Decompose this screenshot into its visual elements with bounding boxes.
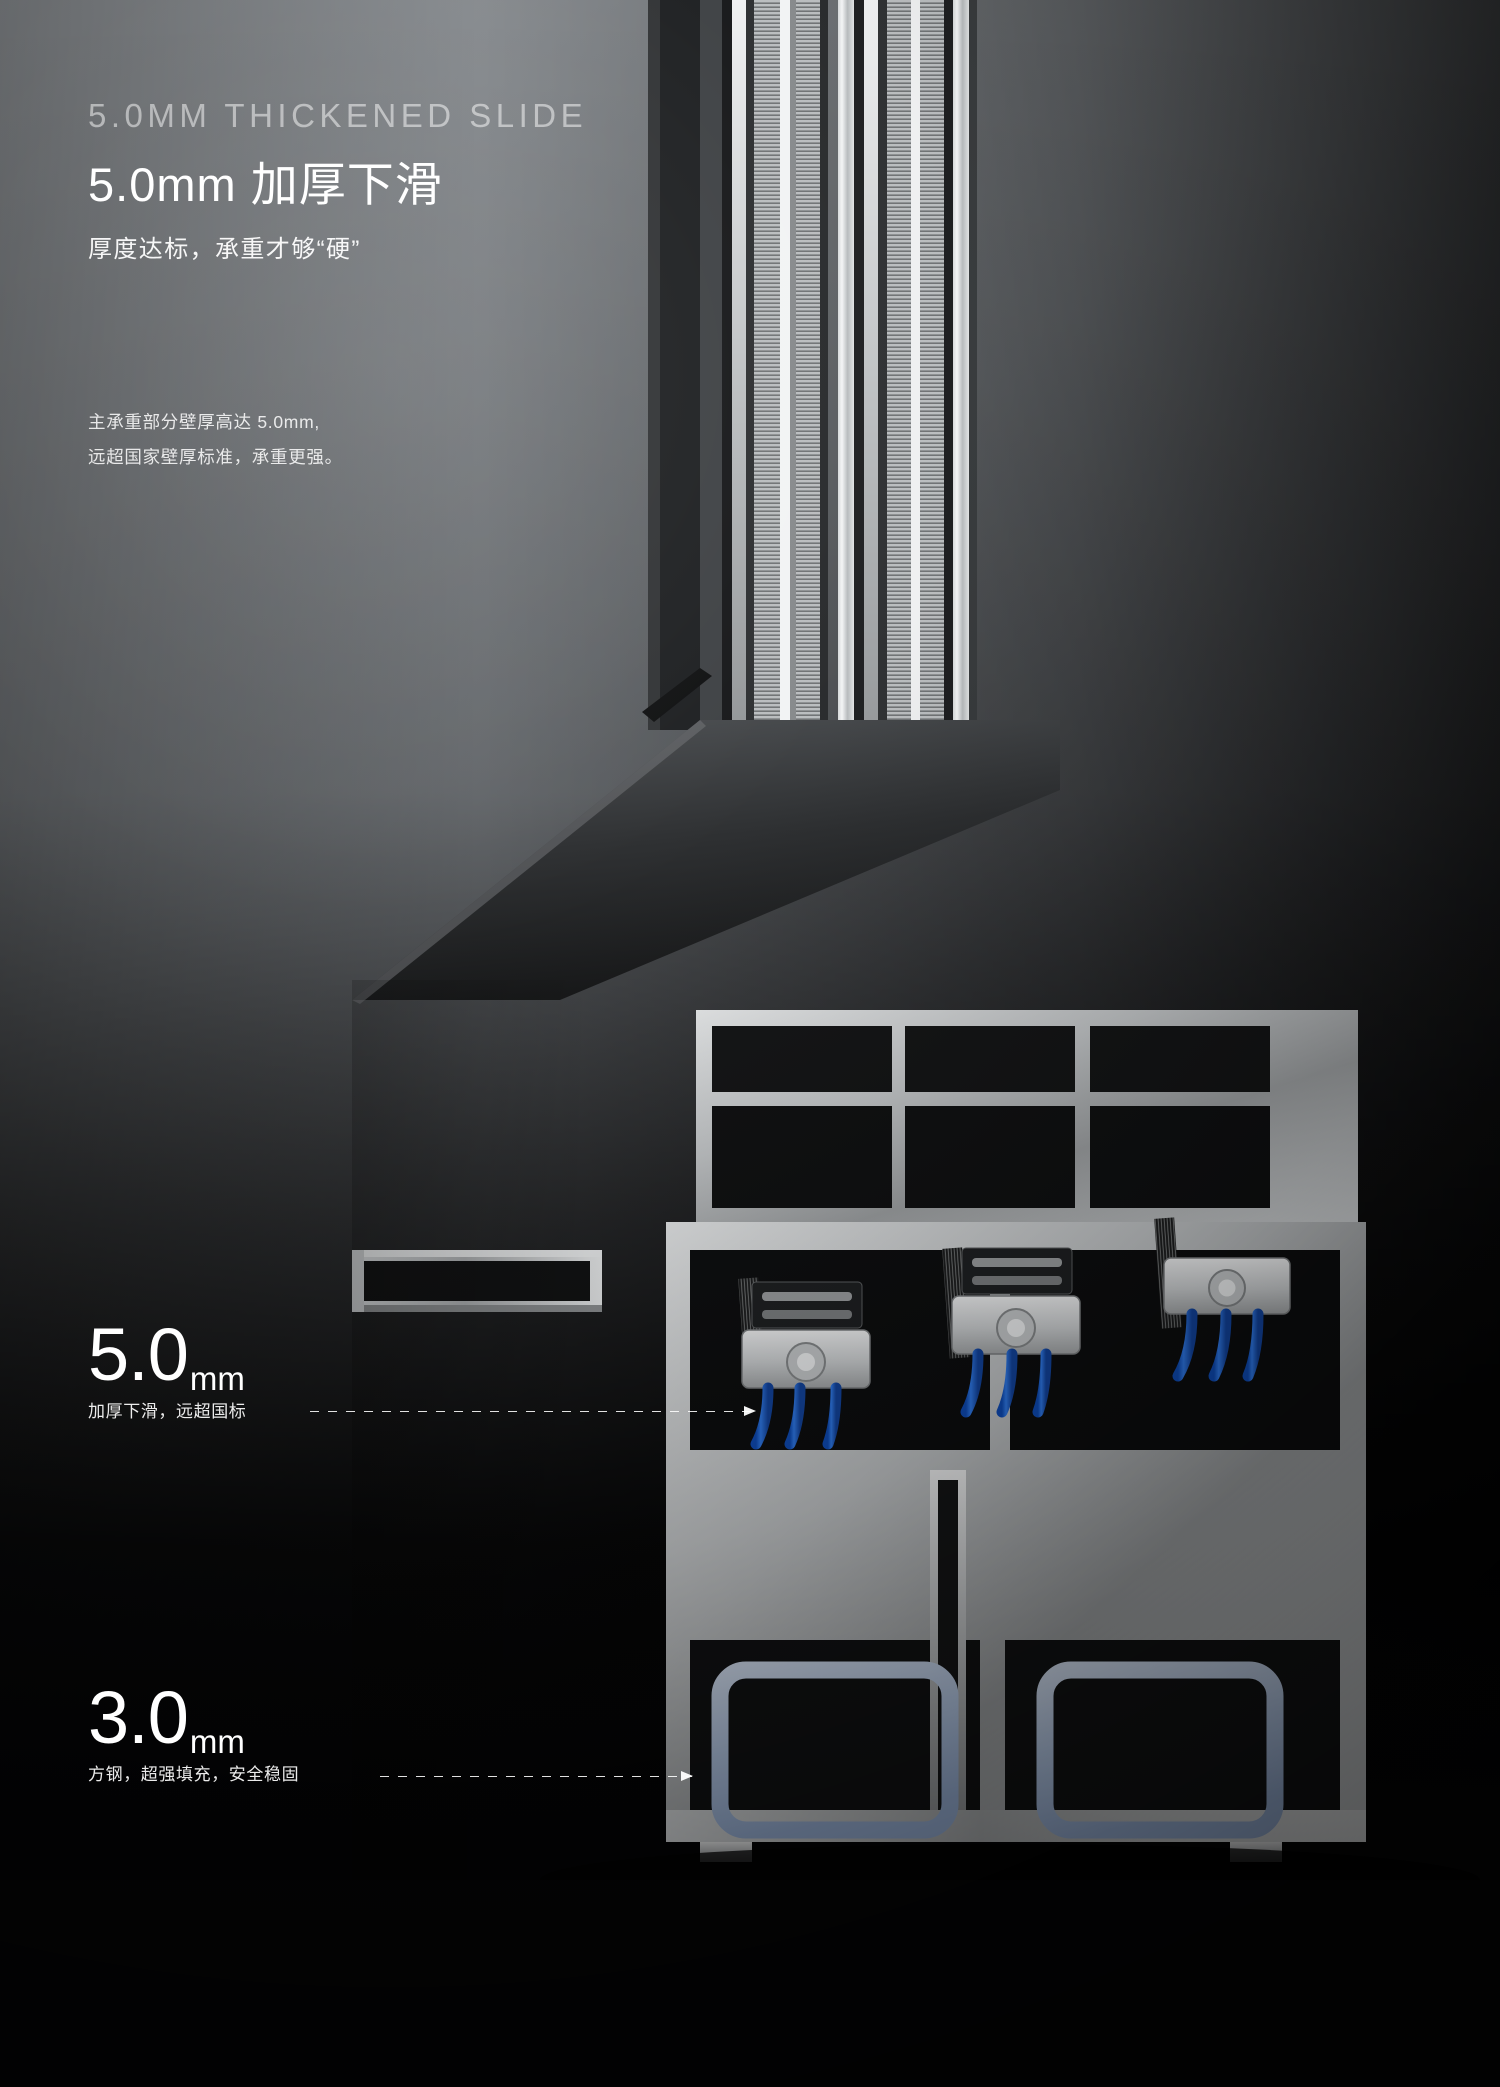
page-subtitle: 厚度达标，承重才够“硬” xyxy=(88,236,361,263)
callout-description-5mm: 加厚下滑，远超国标 xyxy=(88,1402,247,1422)
leader-arrowhead xyxy=(744,1406,756,1416)
leader-dashes xyxy=(380,1776,692,1777)
body-copy-line-1: 主承重部分壁厚高达 5.0mm, xyxy=(88,412,320,432)
header-block: 5.0MM THICKENED SLIDE 5.0mm 加厚下滑 厚度达标，承重… xyxy=(88,95,848,264)
callout-description-3mm: 方钢，超强填充，安全稳固 xyxy=(88,1765,300,1785)
leader-line-5mm xyxy=(310,1406,756,1416)
leader-dashes xyxy=(310,1411,755,1412)
body-copy-line-2: 远超国家壁厚标准，承重更强。 xyxy=(88,447,343,467)
callout-unit-3mm: mm xyxy=(189,1723,245,1760)
callout-value-5mm: 5.0 xyxy=(88,1313,189,1396)
page-title: 5.0mm 加厚下滑 xyxy=(88,158,443,212)
callout-thickness-3mm: 3.0mm 方钢，超强填充，安全稳固 xyxy=(88,1676,300,1785)
callout-unit-5mm: mm xyxy=(189,1360,245,1397)
body-copy: 主承重部分壁厚高达 5.0mm, 远超国家壁厚标准，承重更强。 xyxy=(88,405,518,475)
eyebrow-english-title: 5.0MM THICKENED SLIDE xyxy=(88,97,588,134)
leader-line-3mm xyxy=(380,1771,693,1781)
callout-thickness-5mm: 5.0mm 加厚下滑，远超国标 xyxy=(88,1313,247,1422)
callout-value-3mm: 3.0 xyxy=(88,1676,189,1759)
leader-arrowhead xyxy=(681,1771,693,1781)
